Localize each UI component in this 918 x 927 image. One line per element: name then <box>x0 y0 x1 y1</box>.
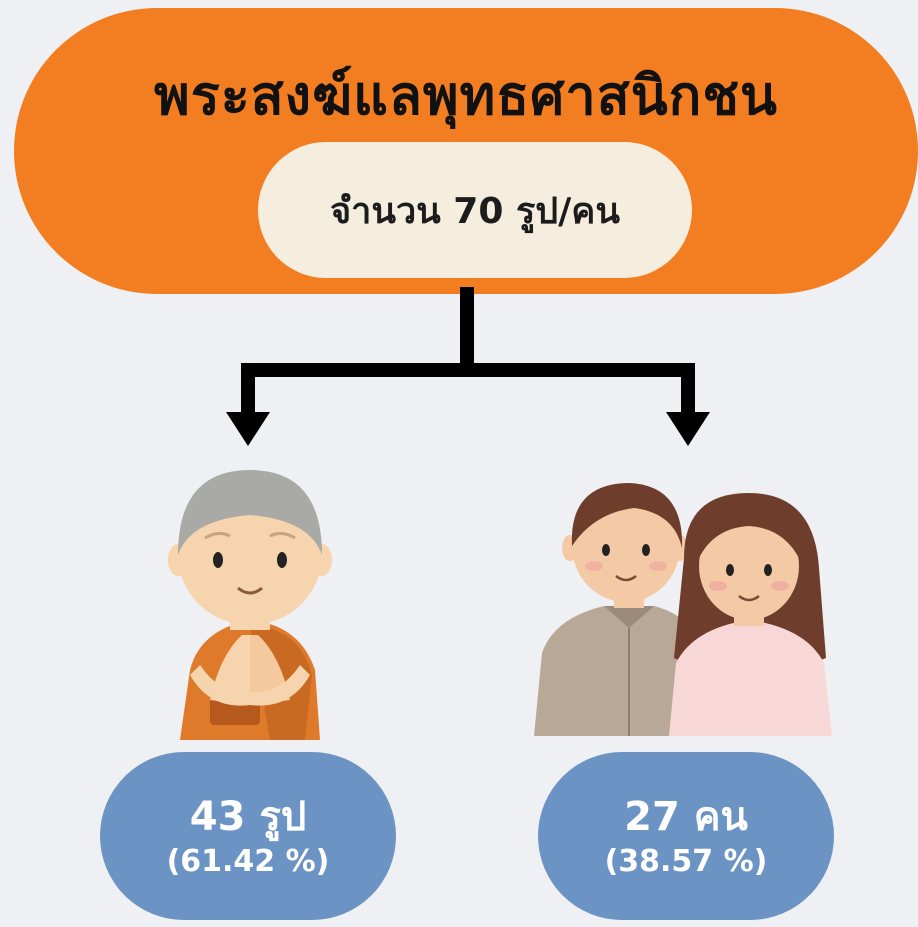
arrow-down-icon <box>666 412 710 446</box>
monk-count-badge: 43 รูป (61.42 %) <box>100 752 396 920</box>
monk-count: 43 รูป <box>189 793 307 840</box>
laypeople-count: 27 คน <box>624 793 748 840</box>
laypeople-count-badge: 27 คน (38.57 %) <box>538 752 834 920</box>
laypeople-couple-icon <box>534 483 832 736</box>
total-count-badge: จำนวน 70 รูป/คน <box>258 142 692 278</box>
tree-connector <box>226 287 710 446</box>
header-banner: พระสงฆ์แลพุทธศาสนิกชน จำนวน 70 รูป/คน <box>14 8 918 294</box>
laypeople-percent: (38.57 %) <box>604 843 768 879</box>
diagram-title: พระสงฆ์แลพุทธศาสนิกชน <box>154 64 778 127</box>
total-count-text: จำนวน 70 รูป/คน <box>330 190 620 232</box>
monk-icon <box>168 470 332 740</box>
monk-percent: (61.42 %) <box>166 843 330 879</box>
arrow-down-icon <box>226 412 270 446</box>
